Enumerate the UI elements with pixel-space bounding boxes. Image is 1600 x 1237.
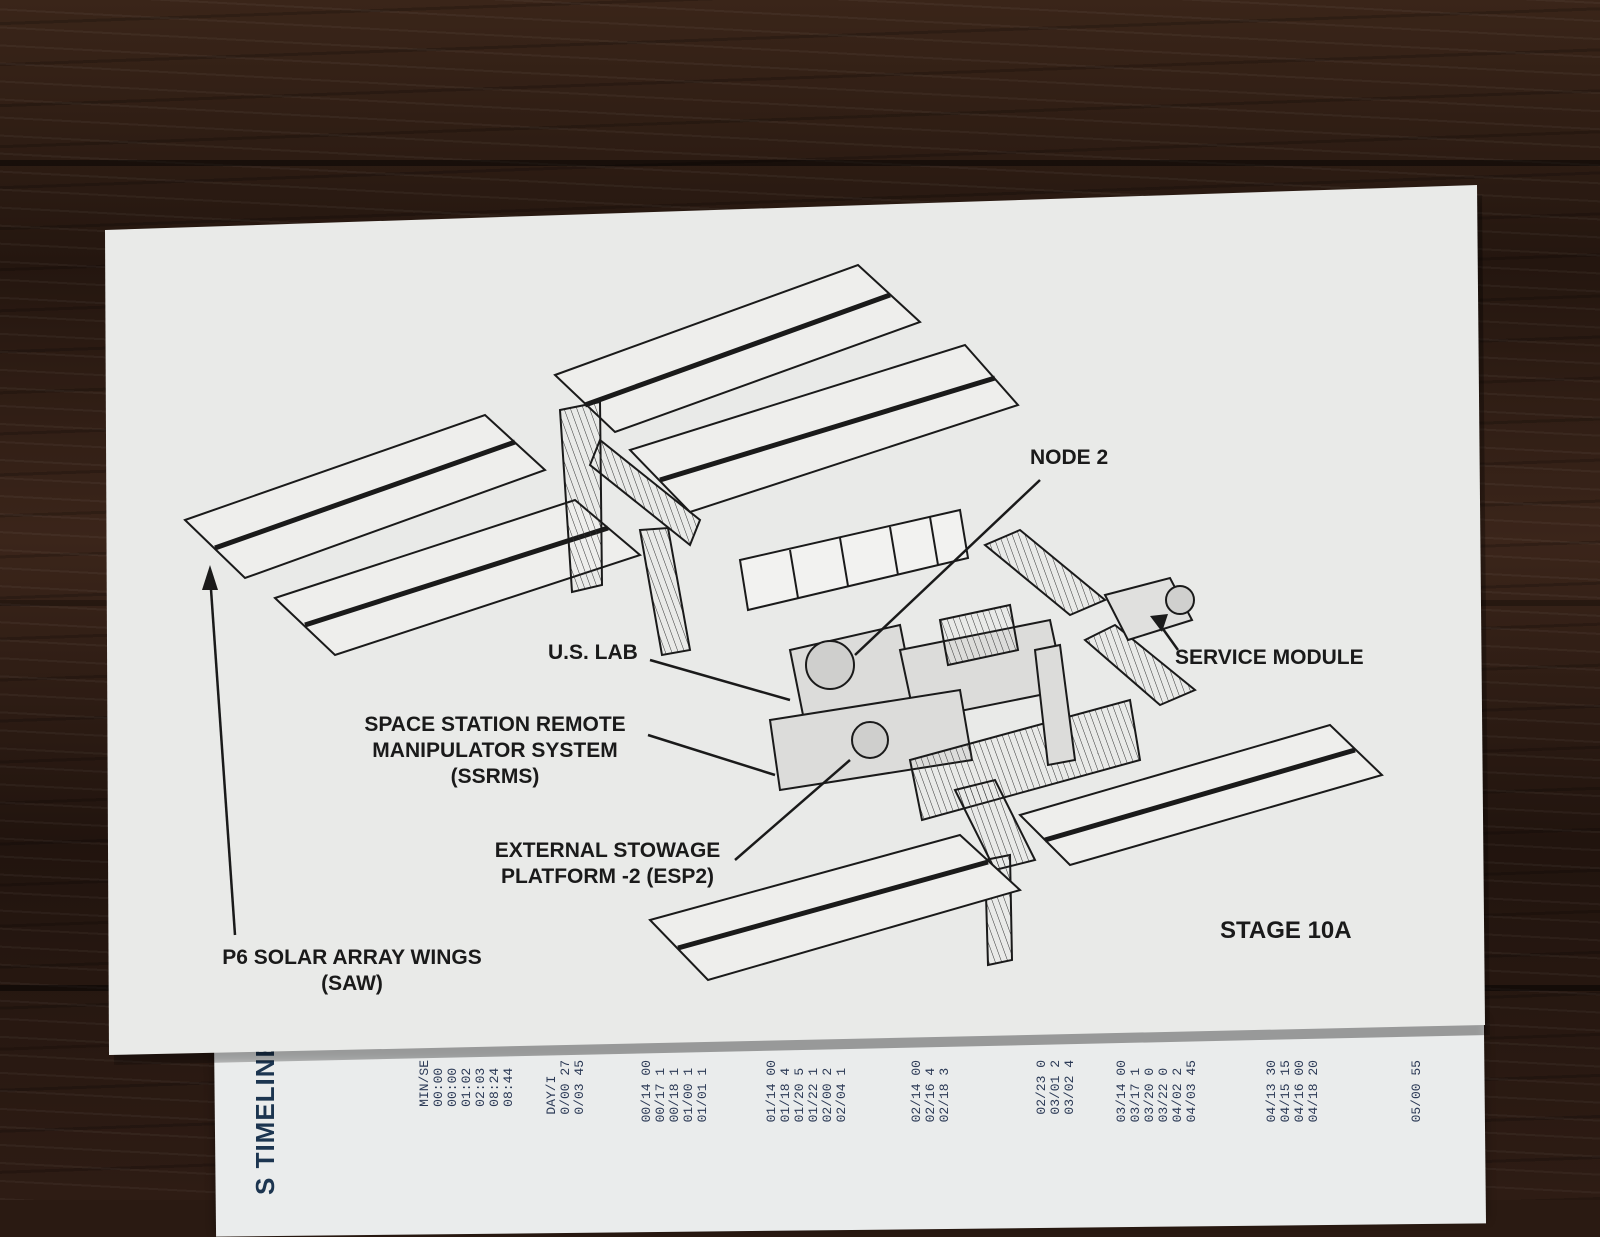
service-module-label: SERVICE MODULE	[1175, 646, 1364, 669]
ssrms-label: SPACE STATION REMOTE MANIPULATOR SYSTEM …	[335, 712, 655, 790]
esp2-label: EXTERNAL STOWAGE PLATFORM -2 (ESP2)	[470, 838, 745, 890]
ssrms-label-line: MANIPULATOR SYSTEM	[372, 739, 618, 762]
node-2-label: NODE 2	[1030, 446, 1109, 469]
p6-saw-label: P6 SOLAR ARRAY WINGS (SAW)	[192, 945, 512, 997]
esp2-label-line: EXTERNAL STOWAGE	[494, 839, 721, 862]
iss-diagram	[183, 263, 1384, 982]
plank-seam	[0, 160, 1600, 166]
p6-saw-label-line: P6 SOLAR ARRAY WINGS	[222, 946, 482, 969]
station-modules	[768, 603, 1142, 822]
us-lab-label: U.S. LAB	[548, 641, 638, 664]
arrowheads	[202, 565, 1168, 632]
p6-truss	[558, 400, 702, 657]
radiator-panels	[738, 508, 970, 612]
solar-array-lower-right	[648, 723, 1384, 982]
ssrms-label-line: SPACE STATION REMOTE	[364, 713, 626, 736]
ssrms-label-line: (SSRMS)	[450, 765, 540, 788]
service-module	[1103, 576, 1195, 642]
p6-solar-array-lower	[183, 413, 643, 657]
leader-lines	[208, 479, 1180, 936]
p6-saw-label-line: (SAW)	[321, 972, 383, 995]
esp2-label-line: PLATFORM -2 (ESP2)	[500, 865, 715, 888]
p6-solar-array-upper	[553, 263, 1020, 514]
stage-label: STAGE 10A	[1220, 917, 1352, 944]
service-module-solar-panels	[983, 528, 1197, 707]
